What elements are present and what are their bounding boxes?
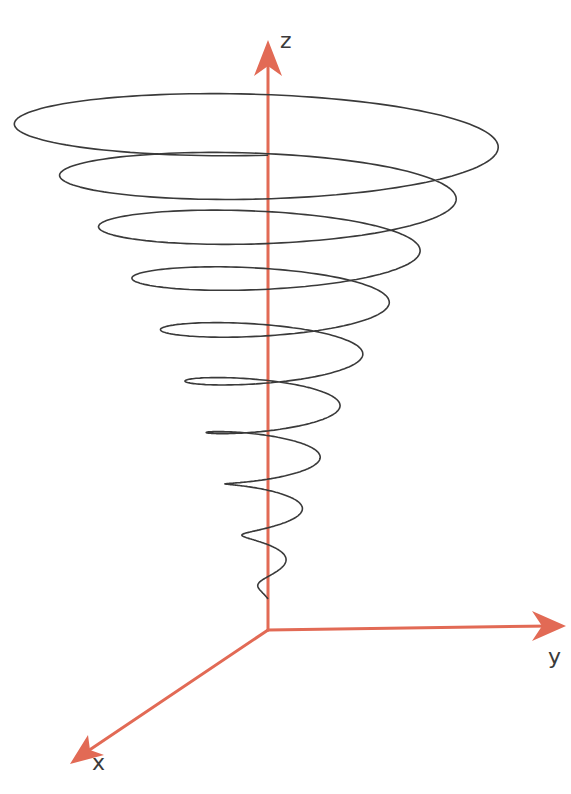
coordinate-axes <box>82 60 550 755</box>
axis-label: y <box>548 646 561 668</box>
arrowhead <box>532 611 566 641</box>
axis-arrowheads <box>70 40 566 764</box>
arrowhead <box>254 40 282 76</box>
axis-label: x <box>92 752 105 774</box>
x-axis <box>82 630 268 755</box>
axis-label: z <box>280 30 292 52</box>
conical-spiral <box>14 94 498 599</box>
y-axis <box>268 626 550 630</box>
